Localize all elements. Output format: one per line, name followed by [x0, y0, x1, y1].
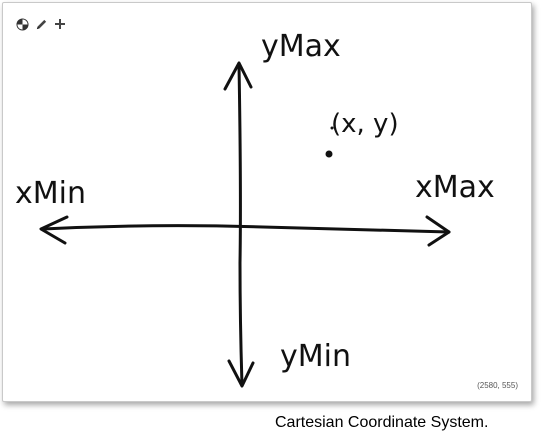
point-tick	[330, 126, 334, 130]
cartesian-sketch: yMax xMin xMax yMin (x, y)	[15, 29, 495, 388]
globe-icon[interactable]	[14, 16, 30, 32]
drawing-canvas[interactable]: yMax xMin xMax yMin (x, y) (2580, 555)	[2, 2, 532, 402]
x-min-label: xMin	[15, 176, 86, 211]
canvas-toolbar	[14, 15, 68, 33]
x-min-arrowhead	[39, 215, 69, 245]
y-min-arrowhead	[227, 359, 255, 388]
cursor-coords-readout: (2580, 555)	[477, 381, 518, 390]
point-dot	[325, 150, 333, 158]
figure-caption: Cartesian Coordinate System.	[275, 414, 489, 431]
y-min-label: yMin	[280, 339, 351, 374]
x-axis-line	[41, 224, 451, 234]
x-max-label: xMax	[415, 170, 495, 205]
x-max-arrowhead	[425, 215, 451, 247]
y-max-label: yMax	[261, 29, 341, 64]
y-max-arrowhead	[223, 61, 253, 91]
pencil-icon[interactable]	[33, 16, 49, 32]
plus-icon[interactable]	[52, 16, 68, 32]
point-label: (x, y)	[331, 109, 399, 139]
y-axis-line	[237, 63, 244, 387]
